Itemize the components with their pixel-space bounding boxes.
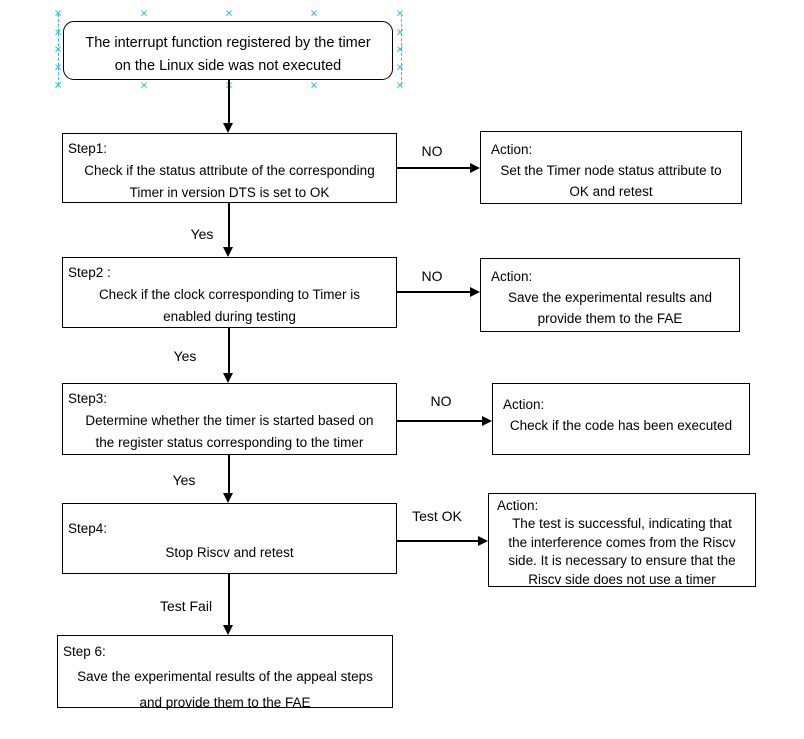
arrowhead-right-icon xyxy=(470,163,480,173)
edge-label-test-fail[interactable]: Test Fail xyxy=(159,598,213,614)
action2-text: Save the experimental results and xyxy=(507,290,713,305)
selection-outline xyxy=(58,14,402,85)
start-node-text: on the Linux side was not executed xyxy=(114,58,342,74)
selection-handle-icon[interactable]: × xyxy=(54,5,62,21)
arrowhead-down-icon xyxy=(223,247,233,257)
arrowhead-right-icon xyxy=(482,416,492,426)
edge-step3-action3[interactable] xyxy=(397,420,483,422)
action1-node[interactable]: Action: Set the Timer node status attrib… xyxy=(480,131,742,204)
step1-text: Timer in version DTS is set to OK xyxy=(129,185,330,200)
action1-text: OK and retest xyxy=(569,184,653,199)
arrowhead-down-icon xyxy=(223,123,233,133)
step2-title: Step2 : xyxy=(68,265,111,280)
action4-text: The test is successful, indicating that xyxy=(512,516,732,531)
edge-start-step1[interactable] xyxy=(228,80,230,124)
step3-title: Step3: xyxy=(68,391,108,406)
arrowhead-down-icon xyxy=(223,493,233,503)
action4-text: Riscv side does not use a timer xyxy=(528,571,716,587)
action2-text: provide them to the FAE xyxy=(537,311,683,326)
connection-point-icon[interactable]: × xyxy=(310,77,318,93)
step4-node[interactable]: Step4: Stop Riscv and retest xyxy=(62,503,397,574)
step6-node[interactable]: Step 6: Save the experimental results of… xyxy=(57,635,393,710)
edge-step2-step3[interactable] xyxy=(228,328,230,374)
connection-point-icon[interactable]: × xyxy=(396,59,404,75)
edge-step4-step6[interactable] xyxy=(228,574,230,626)
edge-label-yes-3[interactable]: Yes xyxy=(172,472,196,488)
connection-point-icon[interactable]: × xyxy=(396,41,404,57)
edge-label-no-3[interactable]: NO xyxy=(430,393,452,409)
step3-text: the register status corresponding to the… xyxy=(95,435,364,450)
step2-node[interactable]: Step2 : Check if the clock corresponding… xyxy=(62,257,397,328)
start-node[interactable]: The interrupt function registered by the… xyxy=(63,21,393,80)
selection-handle-icon[interactable]: × xyxy=(396,5,404,21)
action1-title: Action: xyxy=(491,142,533,157)
action3-title: Action: xyxy=(503,397,545,412)
action4-text: side. It is necessary to ensure that the xyxy=(508,553,736,568)
connection-point-icon[interactable]: × xyxy=(54,24,62,40)
start-node-text: The interrupt function registered by the… xyxy=(85,35,371,51)
edge-label-yes-1[interactable]: Yes xyxy=(190,226,214,242)
step3-text: Determine whether the timer is started b… xyxy=(85,413,374,428)
edge-label-test-ok[interactable]: Test OK xyxy=(412,508,462,524)
step1-title: Step1: xyxy=(68,141,108,156)
step1-node[interactable]: Step1: Check if the status attribute of … xyxy=(62,133,397,203)
connection-point-icon[interactable]: × xyxy=(140,77,148,93)
edge-label-no-1[interactable]: NO xyxy=(421,143,443,159)
action1-text: Set the Timer node status attribute to xyxy=(500,163,722,178)
connection-point-icon[interactable]: × xyxy=(54,41,62,57)
step2-text: Check if the clock corresponding to Time… xyxy=(98,287,361,302)
connection-point-icon[interactable]: × xyxy=(225,5,233,21)
connection-point-icon[interactable]: × xyxy=(310,5,318,21)
step2-text: enabled during testing xyxy=(163,309,296,324)
edge-step1-action1[interactable] xyxy=(397,167,471,169)
connection-point-icon[interactable]: × xyxy=(396,24,404,40)
step6-text: and provide them to the FAE xyxy=(139,695,311,710)
step4-text: Stop Riscv and retest xyxy=(165,545,294,560)
action2-node[interactable]: Action: Save the experimental results an… xyxy=(480,258,740,332)
step1-text: Check if the status attribute of the cor… xyxy=(84,163,375,178)
action3-text: Check if the code has been executed xyxy=(509,418,733,433)
arrowhead-down-icon xyxy=(223,373,233,383)
step6-text: Save the experimental results of the app… xyxy=(77,669,373,684)
connection-point-icon[interactable]: × xyxy=(54,59,62,75)
edge-step3-step4[interactable] xyxy=(228,455,230,494)
connection-point-icon[interactable]: × xyxy=(140,5,148,21)
edge-step1-step2[interactable] xyxy=(228,203,230,248)
arrowhead-right-icon xyxy=(470,287,480,297)
step3-node[interactable]: Step3: Determine whether the timer is st… xyxy=(62,383,397,455)
edge-step2-action2[interactable] xyxy=(397,291,471,293)
edge-step4-action4[interactable] xyxy=(397,540,479,542)
edge-label-no-2[interactable]: NO xyxy=(421,268,443,284)
action2-title: Action: xyxy=(491,269,533,284)
selection-handle-icon[interactable]: × xyxy=(54,77,62,93)
selection-handle-icon[interactable]: × xyxy=(396,77,404,93)
step4-title: Step4: xyxy=(68,521,108,536)
arrowhead-right-icon xyxy=(478,536,488,546)
arrowhead-down-icon xyxy=(223,625,233,635)
edge-label-yes-2[interactable]: Yes xyxy=(173,348,197,364)
action4-title: Action: xyxy=(497,498,539,513)
action3-node[interactable]: Action: Check if the code has been execu… xyxy=(492,383,750,455)
action4-text: the interference comes from the Riscv xyxy=(508,534,736,550)
step6-title: Step 6: xyxy=(63,644,106,659)
action4-node[interactable]: Action: The test is successful, indicati… xyxy=(488,493,756,587)
